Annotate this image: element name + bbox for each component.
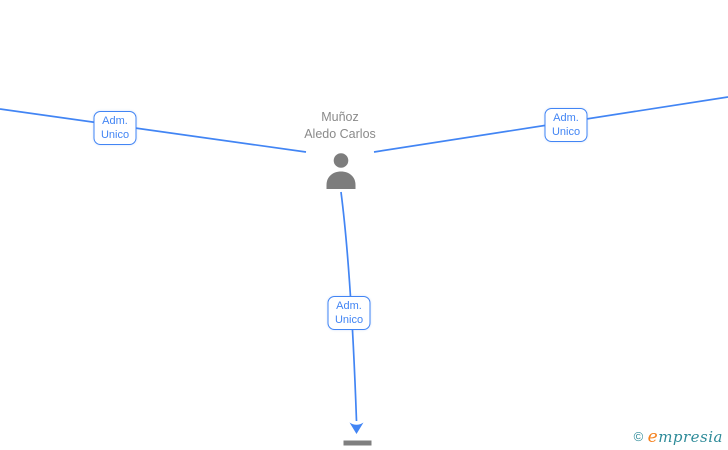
- edge-label-left[interactable]: Adm. Unico: [93, 111, 137, 145]
- brand-initial: e: [647, 427, 659, 447]
- copyright-icon: ©: [633, 429, 644, 444]
- person-icon: [326, 153, 356, 189]
- arrow-down-icon: [349, 422, 364, 434]
- edge-label-right[interactable]: Adm. Unico: [544, 108, 588, 142]
- person-name-line1: Muñoz: [321, 110, 359, 124]
- person-name-line2: Aledo Carlos: [304, 127, 376, 141]
- edge-label-bottom[interactable]: Adm. Unico: [327, 296, 371, 330]
- person-name-label: Muñoz Aledo Carlos: [240, 109, 440, 143]
- person-node[interactable]: [323, 152, 359, 189]
- edge-line-left: [0, 108, 307, 153]
- brand-text: mpresia: [658, 428, 723, 446]
- empresia-logo: © empresia: [634, 427, 723, 447]
- building-icon-partial[interactable]: [343, 440, 372, 446]
